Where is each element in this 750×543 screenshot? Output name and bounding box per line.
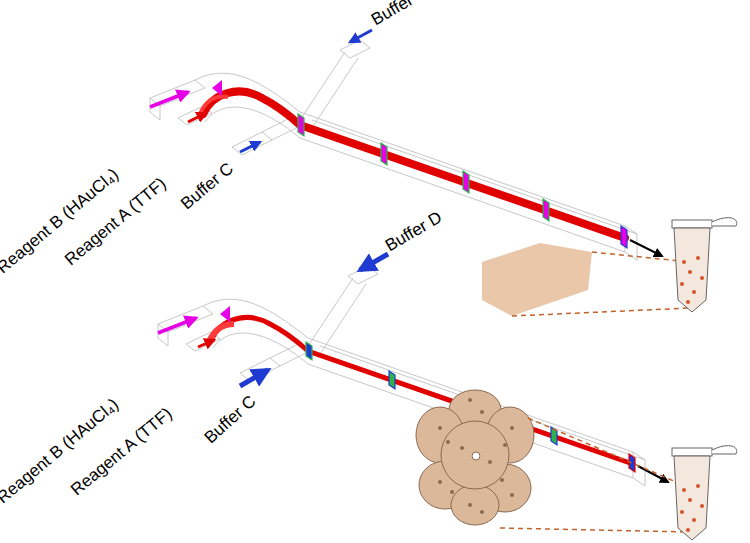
- inlet-label: Buffer C: [201, 392, 261, 448]
- nanoflower: [416, 390, 534, 525]
- inlet-label: Reagent A (TTF): [61, 174, 170, 270]
- inlet-label: Buffer C: [177, 159, 237, 214]
- top-device: [150, 30, 662, 260]
- bottom-device: [158, 254, 668, 486]
- inlet-label: Buffer D: [368, 0, 432, 30]
- inlet-label: Reagent B (HAuCl₄): [0, 395, 123, 508]
- tube: [672, 218, 737, 312]
- inlet-label: Buffer D: [382, 208, 446, 256]
- tube: [672, 446, 737, 540]
- nanoplate: [482, 243, 592, 316]
